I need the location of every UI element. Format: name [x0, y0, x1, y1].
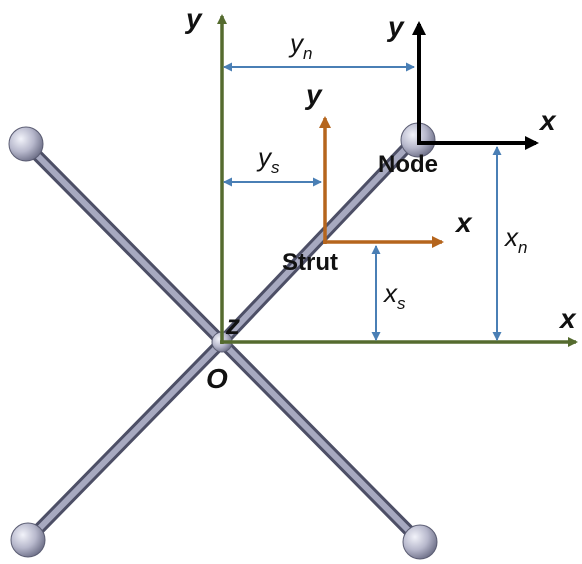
- global-x-label: x: [558, 303, 577, 334]
- sphere-lower-right: [402, 524, 438, 560]
- global-y-label: y: [184, 3, 203, 34]
- global-z-label: z: [225, 309, 240, 340]
- sphere-upper-left: [8, 126, 44, 162]
- sphere-lower-left: [10, 522, 46, 558]
- node-y-label: y: [386, 11, 405, 42]
- dim-xn-label: xn: [503, 222, 527, 257]
- node-label: Node: [378, 151, 438, 178]
- dimension-arrows: yn ys xn xs: [223, 28, 527, 341]
- dim-xs-label: xs: [382, 278, 406, 313]
- strut-rods: [20, 136, 424, 546]
- strut-x-label: x: [454, 207, 473, 238]
- strut-label: Strut: [282, 249, 338, 276]
- origin-label: O: [206, 363, 228, 394]
- dim-yn-label: yn: [288, 28, 312, 63]
- strut-y-label: y: [304, 79, 323, 110]
- global-axes: y x z O: [184, 3, 578, 394]
- dim-ys-label: ys: [256, 142, 280, 177]
- strut-axes: y x Strut: [282, 79, 473, 276]
- node-axes: y x Node: [378, 11, 557, 178]
- node-x-label: x: [538, 105, 557, 136]
